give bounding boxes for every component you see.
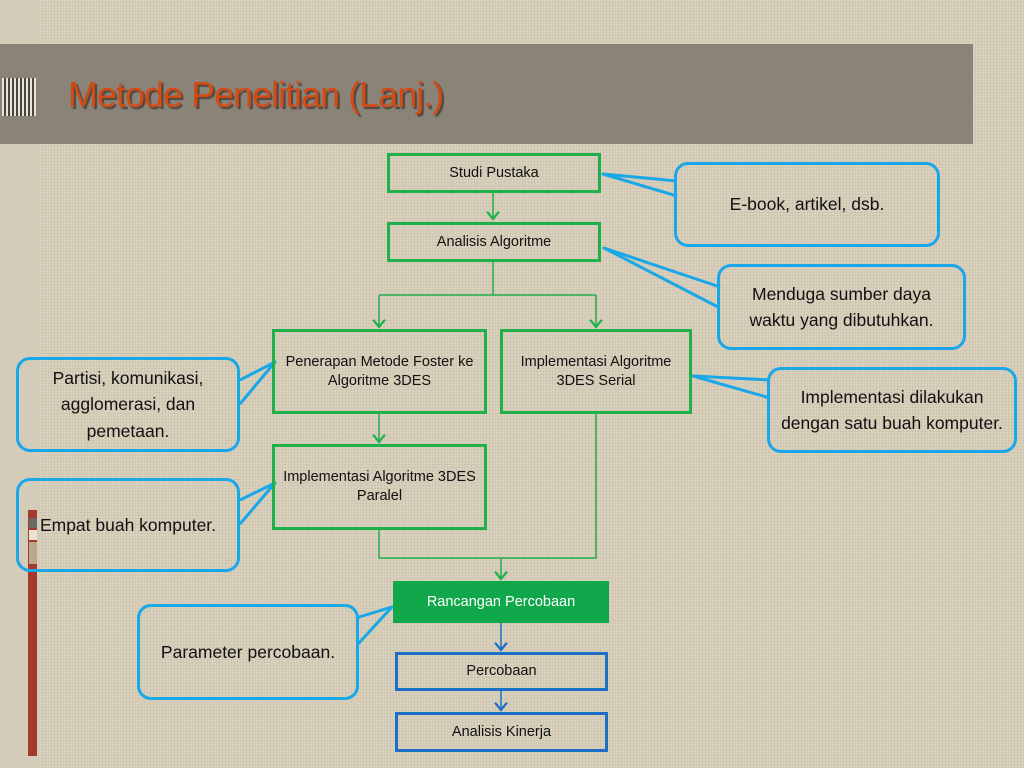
callout-partisi-text: Partisi, komunikasi, agglomerasi, dan pe… — [52, 368, 204, 441]
implementasi-serial-label: Implementasi Algoritme 3DES Serial — [520, 353, 672, 389]
rancangan-percobaan-box: Rancangan Percobaan — [393, 581, 609, 623]
callout-parameter: Parameter percobaan. — [137, 604, 359, 700]
accent-square-tan — [29, 542, 37, 564]
callout-menduga-text: Menduga sumber daya waktu yang dibutuhka… — [749, 283, 934, 330]
callout-empat-komputer: Empat buah komputer. — [16, 478, 240, 572]
callout-parameter-text: Parameter percobaan. — [160, 641, 336, 662]
studi-pustaka-box: Studi Pustaka — [387, 153, 601, 193]
pointer-menduga — [602, 246, 721, 309]
analisis-kinerja-label: Analisis Kinerja — [451, 723, 552, 740]
callout-ebook-text: E-book, artikel, dsb. — [729, 194, 885, 215]
accent-square-grey — [29, 518, 37, 528]
percobaan-box: Percobaan — [395, 652, 608, 691]
callout-satu-komputer: Implementasi dilakukan dengan satu buah … — [767, 367, 1017, 453]
percobaan-label: Percobaan — [466, 663, 537, 680]
implementasi-serial-box: Implementasi Algoritme 3DES Serial — [500, 329, 692, 414]
implementasi-paralel-box: Implementasi Algoritme 3DES Paralel — [272, 444, 487, 530]
line-serial-down — [501, 414, 597, 559]
pointer-ebook — [601, 172, 678, 198]
slide-title: Metode Penelitian (Lanj.) — [68, 74, 444, 115]
accent-square-light — [29, 530, 37, 540]
callout-empat-komputer-text: Empat buah komputer. — [39, 514, 217, 535]
analisis-algoritme-box: Analisis Algoritme — [387, 222, 601, 262]
left-accent-bar — [28, 510, 37, 756]
line-paralel-down — [378, 530, 501, 559]
callout-satu-komputer-text: Implementasi dilakukan dengan satu buah … — [781, 386, 1003, 433]
left-decoration-strip — [0, 0, 40, 768]
callout-partisi: Partisi, komunikasi, agglomerasi, dan pe… — [16, 357, 240, 452]
penerapan-metode-label: Penerapan Metode Foster ke Algoritme 3DE… — [285, 353, 474, 389]
pointer-empat-komputer — [238, 481, 277, 525]
rancangan-percobaan-label: Rancangan Percobaan — [426, 593, 576, 610]
analisis-kinerja-box: Analisis Kinerja — [395, 712, 608, 752]
penerapan-metode-box: Penerapan Metode Foster ke Algoritme 3DE… — [272, 329, 487, 414]
pointer-parameter — [355, 605, 394, 646]
studi-pustaka-label: Studi Pustaka — [449, 164, 539, 181]
barcode-icon — [2, 78, 36, 116]
callout-ebook: E-book, artikel, dsb. — [674, 162, 940, 247]
pointer-partisi — [238, 360, 277, 405]
pointer-satu-komputer — [691, 374, 771, 400]
analisis-algoritme-label: Analisis Algoritme — [436, 233, 552, 250]
callout-menduga: Menduga sumber daya waktu yang dibutuhka… — [717, 264, 966, 350]
implementasi-paralel-label: Implementasi Algoritme 3DES Paralel — [283, 469, 476, 504]
title-band — [40, 44, 973, 144]
